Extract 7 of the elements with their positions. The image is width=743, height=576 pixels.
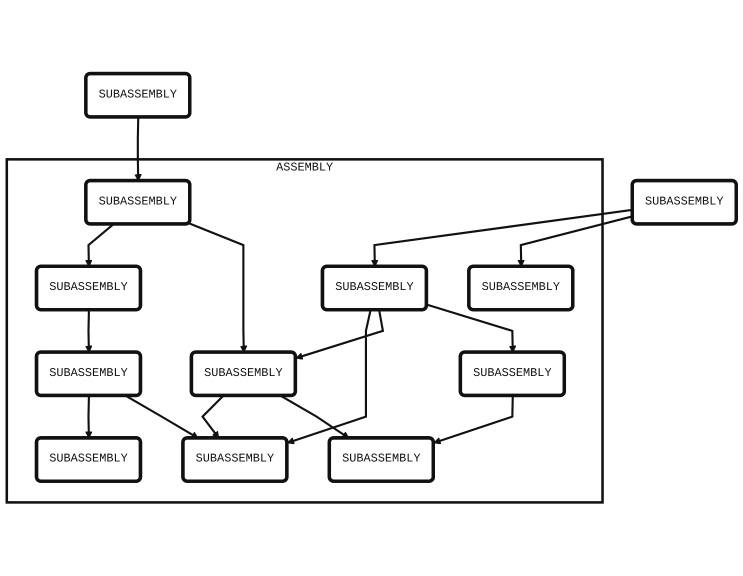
- arrow: [295, 310, 384, 360]
- arrow: [426, 304, 516, 353]
- arrow: [433, 396, 514, 444]
- arrow: [286, 310, 372, 444]
- arrow: [134, 117, 142, 182]
- arrow: [85, 310, 93, 353]
- arrow: [188, 222, 248, 353]
